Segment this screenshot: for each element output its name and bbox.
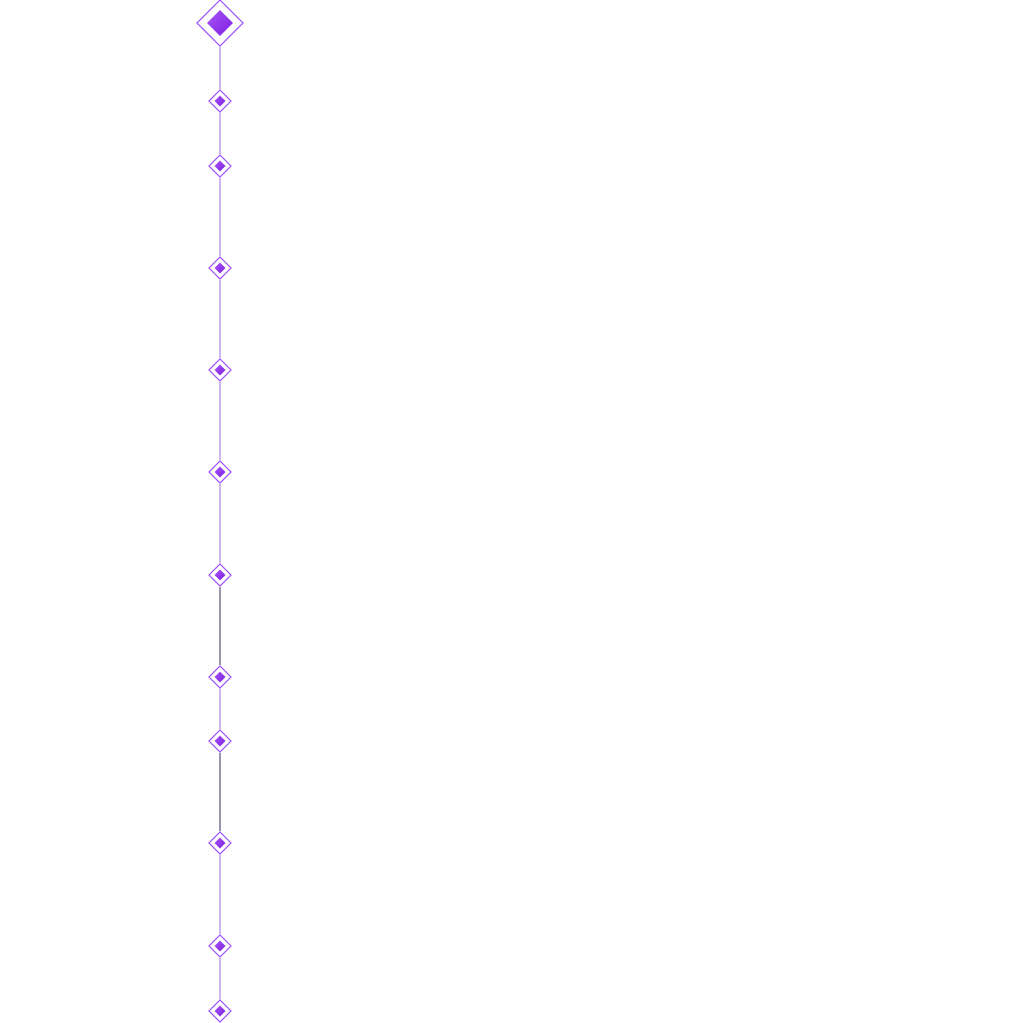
timeline-node[interactable]: [208, 999, 232, 1023]
timeline-node[interactable]: [208, 665, 232, 689]
diamond-icon: [214, 262, 226, 274]
diamond-icon: [214, 735, 226, 747]
diamond-icon: [207, 10, 233, 36]
timeline-node[interactable]: [208, 934, 232, 958]
timeline-node[interactable]: [208, 89, 232, 113]
timeline-node[interactable]: [208, 256, 232, 280]
diamond-icon: [214, 569, 226, 581]
diamond-icon: [214, 1005, 226, 1017]
diamond-icon: [214, 364, 226, 376]
timeline-root-node[interactable]: [196, 0, 244, 47]
timeline-node[interactable]: [208, 831, 232, 855]
diamond-icon: [214, 940, 226, 952]
diamond-icon: [214, 671, 226, 683]
timeline-node[interactable]: [208, 729, 232, 753]
diamond-icon: [214, 837, 226, 849]
timeline-node[interactable]: [208, 358, 232, 382]
diamond-icon: [214, 466, 226, 478]
timeline-node[interactable]: [208, 460, 232, 484]
timeline-node[interactable]: [208, 563, 232, 587]
diamond-icon: [214, 160, 226, 172]
timeline-node[interactable]: [208, 154, 232, 178]
diamond-icon: [214, 95, 226, 107]
timeline-nodes: [196, 0, 244, 1023]
